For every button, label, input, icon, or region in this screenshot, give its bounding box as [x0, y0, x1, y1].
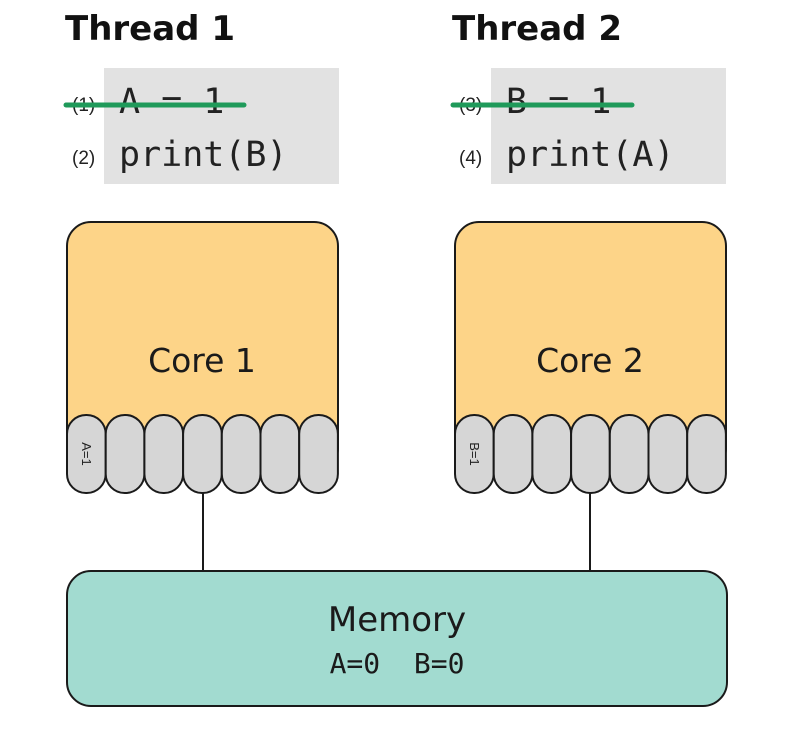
- core-2: Core 2 B=1: [454, 221, 727, 494]
- store-buffer-cell: [570, 414, 611, 494]
- memory-label: Memory: [328, 600, 466, 640]
- store-buffer-cell: [531, 414, 573, 494]
- thread-1: Thread 1 (1) A = 1 (2) print(B): [63, 9, 339, 184]
- thread-2-line-2-number: (4): [459, 148, 482, 169]
- thread-2: Thread 2 (3) B = 1 (4) print(A): [450, 9, 726, 184]
- thread-1-code-box: [104, 68, 339, 184]
- store-buffer-cell: [220, 414, 262, 494]
- thread-2-line-1-code: B = 1: [506, 82, 611, 122]
- thread-2-code-box: [491, 68, 726, 184]
- store-buffer-entry-label: A=1: [79, 442, 94, 466]
- store-buffer-cell: [686, 414, 727, 494]
- memory-values: A=0 B=0: [330, 647, 465, 680]
- store-buffer-cell: [492, 414, 534, 494]
- store-buffer-cell: [182, 414, 223, 494]
- store-buffer-cell: [647, 414, 689, 494]
- core-1-label: Core 1: [148, 341, 256, 380]
- store-buffer-cell: [143, 414, 185, 494]
- store-buffer-cell: [104, 414, 146, 494]
- memory: Memory A=0 B=0: [66, 570, 728, 707]
- core-1-store-buffer: A=1: [66, 414, 339, 494]
- thread-1-line-2-code: print(B): [119, 135, 288, 175]
- memory-box: [66, 570, 728, 707]
- store-buffer-cell: [259, 414, 301, 494]
- store-buffer-cell: [608, 414, 650, 494]
- thread-2-title: Thread 2: [452, 9, 622, 49]
- thread-1-title: Thread 1: [65, 9, 235, 49]
- store-buffer-entry-label: B=1: [467, 442, 482, 466]
- core-2-label: Core 2: [536, 341, 644, 380]
- thread-2-line-2-code: print(A): [506, 135, 675, 175]
- core-1: Core 1 A=1: [66, 221, 339, 494]
- thread-1-line-1-code: A = 1: [119, 82, 224, 122]
- core-2-store-buffer: B=1: [454, 414, 727, 494]
- store-buffer-cell: [298, 414, 339, 494]
- thread-1-line-2-number: (2): [72, 148, 95, 169]
